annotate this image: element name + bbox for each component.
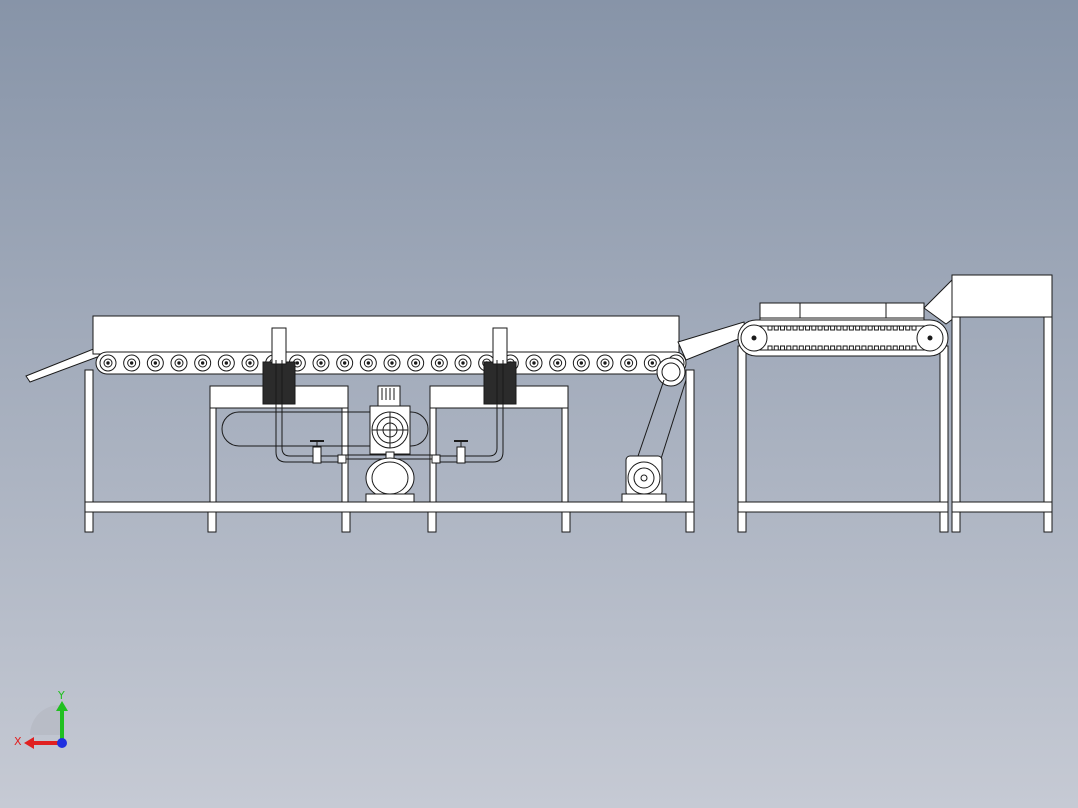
chain-link xyxy=(905,325,911,331)
drive-motor xyxy=(621,357,687,503)
coordinate-triad: X Y xyxy=(14,689,68,749)
chain-link xyxy=(811,345,817,351)
chain-roller xyxy=(241,354,259,372)
spray-head-right xyxy=(483,327,517,405)
transfer-chute xyxy=(677,321,747,361)
chain-link xyxy=(817,345,823,351)
pipe-valve-right xyxy=(454,440,468,464)
chain-roller xyxy=(549,354,567,372)
chain-link xyxy=(905,345,911,351)
chain-roller xyxy=(572,354,590,372)
top-housing xyxy=(92,315,680,355)
chain-link xyxy=(830,325,836,331)
pipe-fitting-right xyxy=(431,454,441,464)
chain-link xyxy=(830,345,836,351)
chain-link xyxy=(873,345,879,351)
x-axis-arrowhead xyxy=(24,737,34,749)
triad-plane-shading xyxy=(30,705,60,735)
blower-pump xyxy=(365,385,415,503)
chain-roller xyxy=(383,354,401,372)
chain-link xyxy=(811,325,817,331)
lower-belt-loop xyxy=(221,411,429,447)
chain-roller xyxy=(359,354,377,372)
chain-link xyxy=(861,325,867,331)
spray-head-left xyxy=(262,327,296,405)
chain-link xyxy=(773,345,779,351)
y-axis-label: Y xyxy=(57,689,65,702)
chain-link xyxy=(873,325,879,331)
pipe-valve-left xyxy=(310,440,324,464)
chain-roller xyxy=(430,354,448,372)
chain-link xyxy=(867,345,873,351)
x-axis-label: X xyxy=(14,735,22,748)
chain-roller xyxy=(596,354,614,372)
chain-link xyxy=(842,325,848,331)
y-axis-arrowhead xyxy=(56,701,68,711)
chain-roller xyxy=(217,354,235,372)
chain-link xyxy=(892,345,898,351)
chain-link xyxy=(848,325,854,331)
chain-roller xyxy=(146,354,164,372)
chain-link xyxy=(798,345,804,351)
chain-link xyxy=(867,325,873,331)
chain-link xyxy=(880,325,886,331)
chain-roller xyxy=(525,354,543,372)
chain-roller xyxy=(336,354,354,372)
chain-link xyxy=(848,345,854,351)
chain-link xyxy=(823,325,829,331)
chain-roller xyxy=(99,354,117,372)
pipe-fitting-left xyxy=(337,454,347,464)
chain-link xyxy=(792,325,798,331)
chain-link xyxy=(886,325,892,331)
chain-link xyxy=(892,325,898,331)
chain-link xyxy=(898,345,904,351)
chain-link xyxy=(767,345,773,351)
chain-link xyxy=(817,325,823,331)
chain-link xyxy=(798,325,804,331)
z-axis-dot xyxy=(57,738,67,748)
chain-link xyxy=(842,345,848,351)
side-cabinet xyxy=(951,274,1053,533)
chain-link xyxy=(786,325,792,331)
chain-link xyxy=(823,345,829,351)
chain-roller xyxy=(194,354,212,372)
chain-link xyxy=(805,325,811,331)
chain-link xyxy=(911,325,917,331)
chain-link xyxy=(792,345,798,351)
chain-roller xyxy=(170,354,188,372)
feed-hopper-chute xyxy=(923,276,955,325)
chain-link xyxy=(880,345,886,351)
chain-link xyxy=(855,345,861,351)
chain-link xyxy=(786,345,792,351)
chain-roller xyxy=(620,354,638,372)
chain-roller xyxy=(123,354,141,372)
secondary-frame xyxy=(737,345,949,533)
secondary-conveyor xyxy=(737,276,955,533)
main-conveyor-chain xyxy=(95,351,687,375)
chain-roller xyxy=(312,354,330,372)
secondary-conveyor-chain xyxy=(737,319,949,357)
chain-roller xyxy=(454,354,472,372)
pipe-network xyxy=(275,360,504,463)
chain-link xyxy=(780,345,786,351)
chain-link xyxy=(805,345,811,351)
main-conveyor xyxy=(25,315,747,533)
chain-link xyxy=(780,325,786,331)
chain-link xyxy=(836,345,842,351)
chain-link xyxy=(898,325,904,331)
chain-roller xyxy=(643,354,661,372)
chain-link xyxy=(855,325,861,331)
chain-link xyxy=(773,325,779,331)
chain-link xyxy=(886,345,892,351)
chain-roller xyxy=(407,354,425,372)
chain-link xyxy=(767,325,773,331)
chain-link xyxy=(911,345,917,351)
chain-link xyxy=(836,325,842,331)
chain-link xyxy=(861,345,867,351)
